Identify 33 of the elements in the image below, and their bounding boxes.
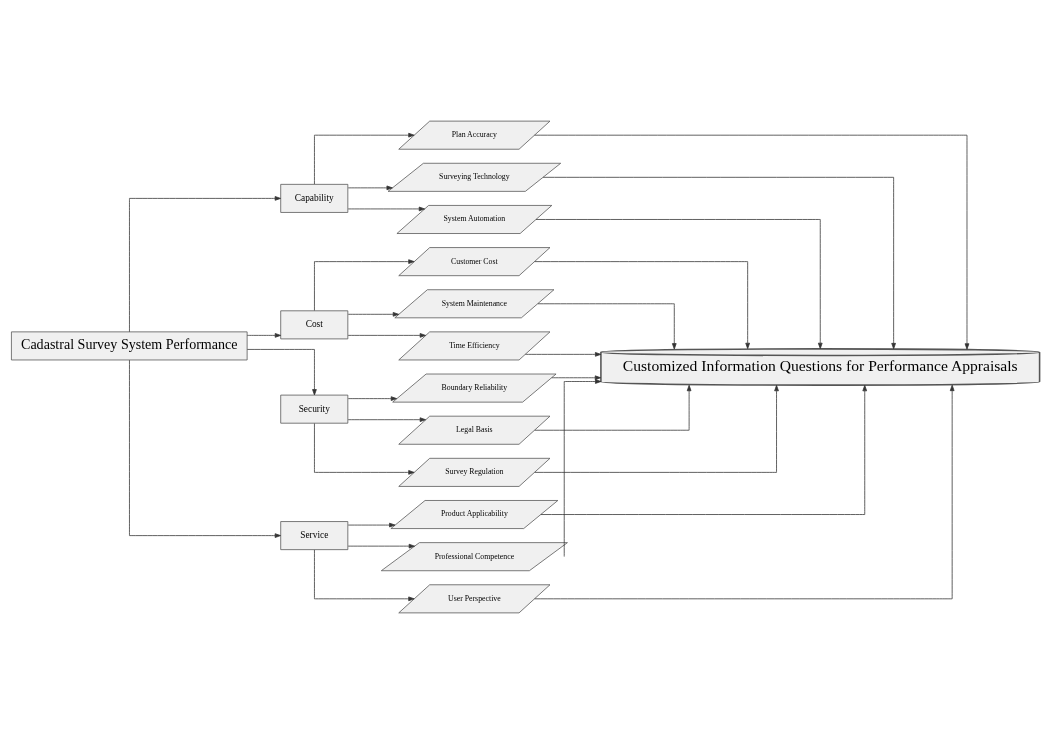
arrow — [563, 378, 602, 557]
arrow — [542, 176, 896, 349]
arrow — [347, 332, 426, 338]
arrow — [347, 311, 400, 317]
arrow — [534, 260, 750, 349]
arrow — [314, 258, 415, 311]
arrow — [347, 185, 393, 190]
arrow — [314, 549, 415, 601]
arrow — [347, 522, 396, 527]
arrow — [129, 359, 281, 538]
arrow — [347, 416, 426, 422]
node-box: Cadastral Survey System Performance — [11, 331, 248, 360]
arrow — [246, 332, 282, 338]
arrow — [534, 384, 779, 473]
arrow — [540, 384, 868, 515]
node-box: Security — [280, 394, 349, 424]
arrow — [129, 195, 281, 332]
arrow — [347, 543, 415, 548]
arrow — [534, 384, 955, 599]
node-box: Cost — [280, 309, 349, 339]
arrow — [534, 384, 692, 431]
arrow — [534, 134, 970, 350]
arrow — [551, 374, 602, 380]
node-box: Capability — [280, 183, 349, 213]
arrow — [525, 351, 602, 357]
arrow — [314, 132, 415, 184]
node-box: Service — [280, 520, 349, 550]
arrow — [535, 218, 823, 349]
arrow — [537, 302, 677, 349]
arrow — [347, 395, 398, 401]
arrow — [314, 422, 415, 475]
arrow — [246, 348, 317, 395]
arrow — [347, 206, 426, 211]
